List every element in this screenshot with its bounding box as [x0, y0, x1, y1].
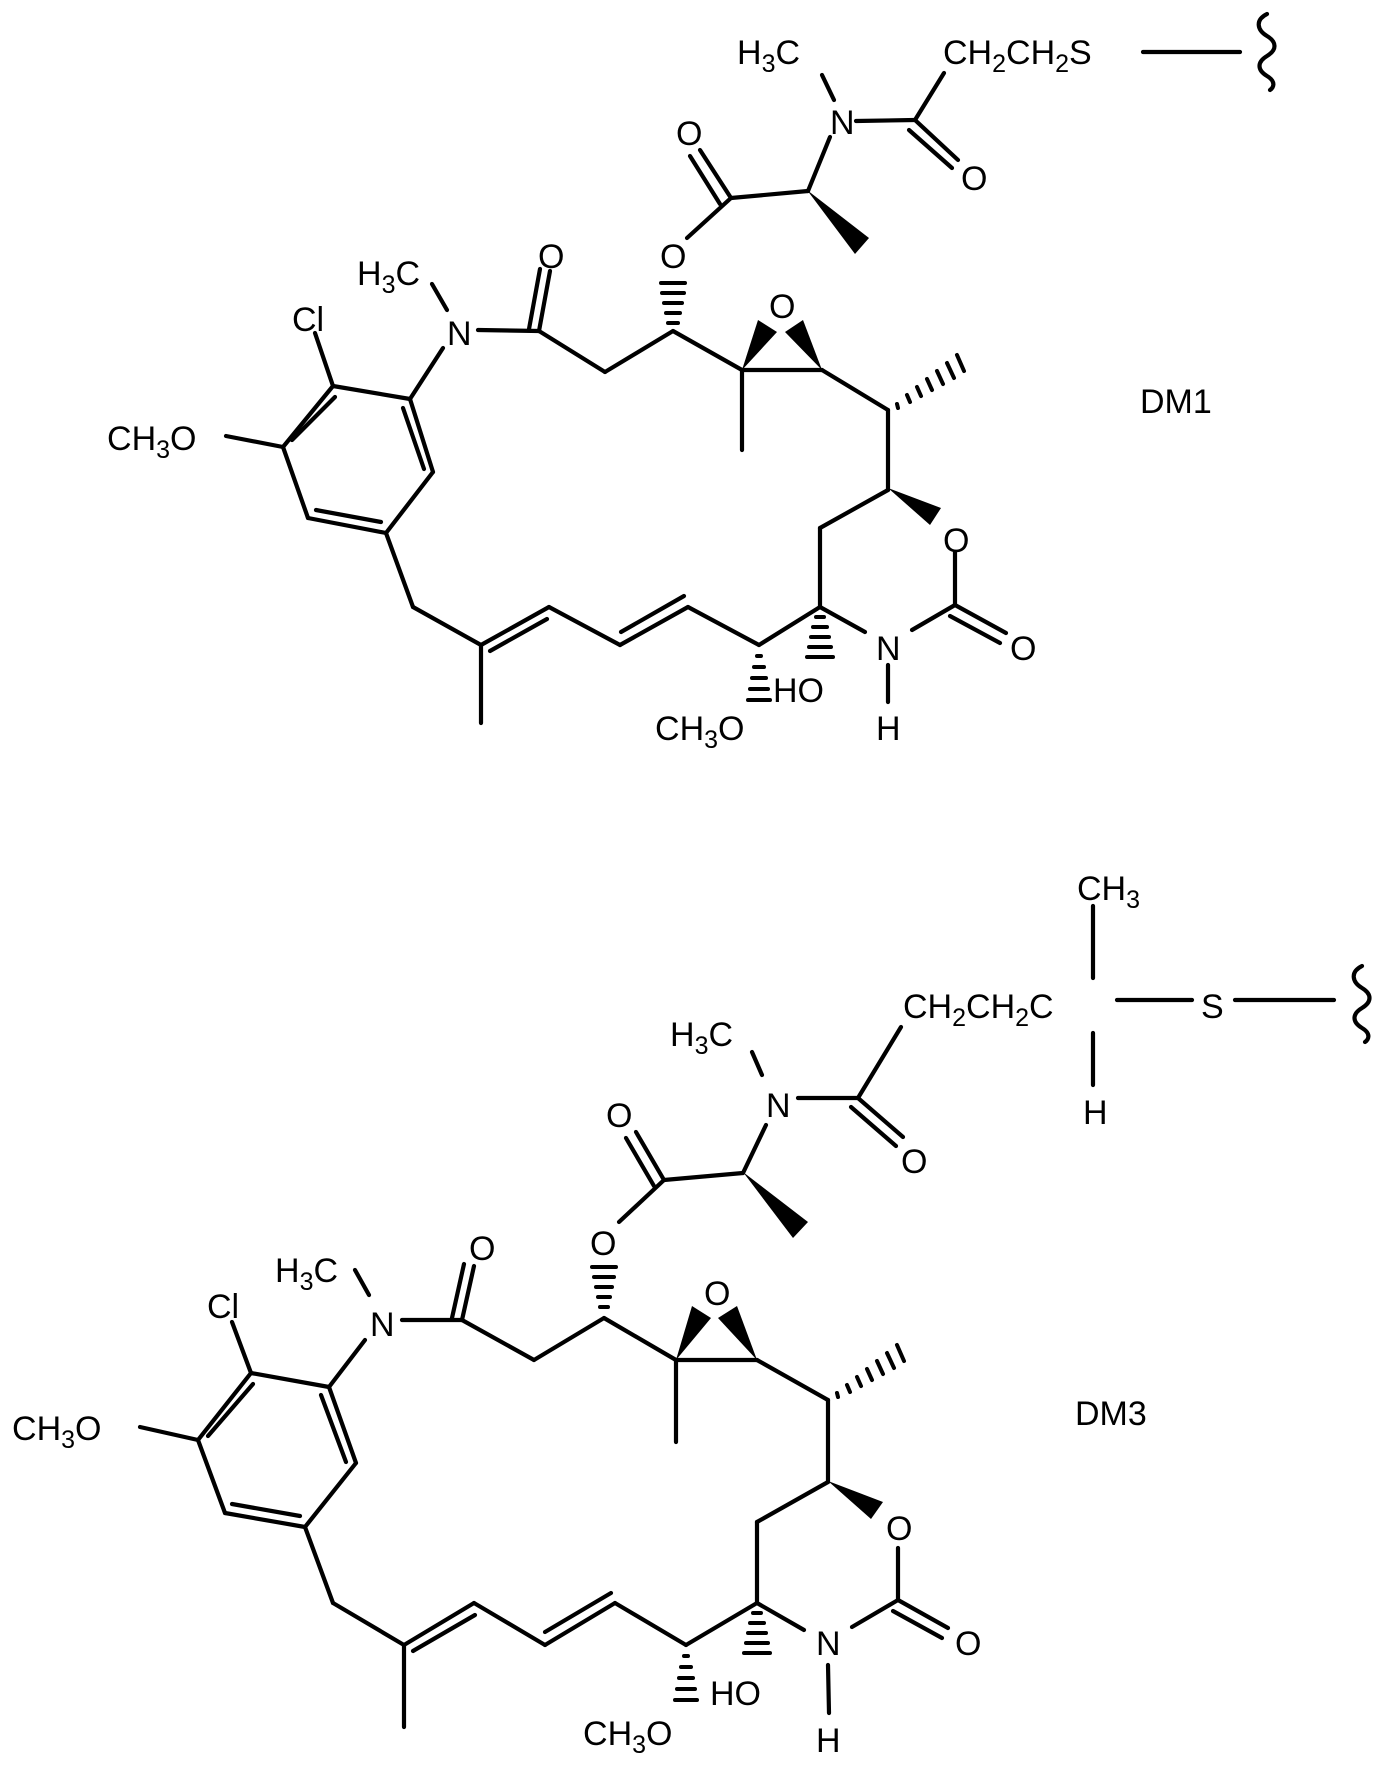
label-o-ring: O — [943, 522, 969, 560]
label-o-carbamate: O — [955, 1625, 981, 1663]
label-n: N — [816, 1625, 841, 1663]
label-s: S — [1201, 988, 1224, 1026]
label-ch3o: CH3O — [12, 1410, 101, 1454]
label-side-chain: CH2CH2S — [943, 34, 1092, 78]
hashed-bond — [805, 615, 835, 659]
label-n: N — [766, 1087, 791, 1125]
label-o-amide: O — [901, 1143, 927, 1181]
label-cl: Cl — [207, 1288, 239, 1326]
hashed-bond — [590, 1265, 618, 1309]
molecule-dm3: H3C Cl CH3O N O O O H3C N O CH2CH2C CH3 … — [12, 870, 1372, 1760]
hashed-bond — [835, 1343, 906, 1399]
label-ho: HO — [773, 672, 824, 710]
hashed-bond — [895, 353, 966, 410]
label-o: O — [538, 238, 564, 276]
label-cl: Cl — [292, 301, 324, 339]
label-o-carbonyl: O — [606, 1097, 632, 1135]
label-o-carbonyl: O — [676, 115, 702, 153]
label-o-carbamate: O — [1010, 630, 1036, 668]
label-n: N — [876, 630, 901, 668]
compound-name-dm1: DM1 — [1140, 383, 1212, 421]
label-ch3-top: CH3 — [1077, 870, 1140, 914]
wavy-bond-icon — [1256, 11, 1277, 93]
compound-name-dm3: DM3 — [1075, 1395, 1147, 1433]
label-o-ring: O — [886, 1510, 912, 1548]
label-ch3o: CH3O — [583, 1715, 672, 1759]
hashed-bond — [742, 1611, 772, 1655]
aromatic-ring — [280, 383, 436, 536]
molecule-dm1: H3C Cl CH3O N O O O H3C N O CH2CH2S O O … — [107, 11, 1277, 754]
label-ch3o: CH3O — [107, 420, 196, 464]
label-o: O — [469, 1230, 495, 1268]
label-ho: HO — [710, 1675, 761, 1713]
label-h3c: H3C — [275, 1252, 338, 1296]
wavy-bond-icon — [1351, 963, 1372, 1045]
label-o-epoxide: O — [769, 288, 795, 326]
wedge-bond — [807, 190, 869, 254]
label-n: N — [447, 315, 472, 353]
label-o-ester: O — [590, 1225, 616, 1263]
label-ch3o: CH3O — [655, 710, 744, 754]
label-side-chain: CH2CH2C — [903, 988, 1054, 1032]
label-h3c: H3C — [357, 255, 420, 299]
label-n: N — [370, 1306, 395, 1344]
label-h: H — [816, 1722, 841, 1760]
label-h-bottom: H — [1083, 1094, 1108, 1132]
aromatic-ring — [195, 1370, 359, 1530]
wedge-bond — [743, 1172, 808, 1238]
label-o-epoxide: O — [704, 1275, 730, 1313]
hashed-bond — [659, 281, 687, 325]
label-o-ester: O — [660, 238, 686, 276]
label-o-amide: O — [961, 160, 987, 198]
hashed-bond — [673, 1654, 699, 1702]
hashed-bond — [746, 654, 772, 702]
label-n: N — [830, 104, 855, 142]
label-h3c: H3C — [670, 1016, 733, 1060]
label-h3c: H3C — [737, 34, 800, 78]
label-h: H — [876, 710, 901, 748]
